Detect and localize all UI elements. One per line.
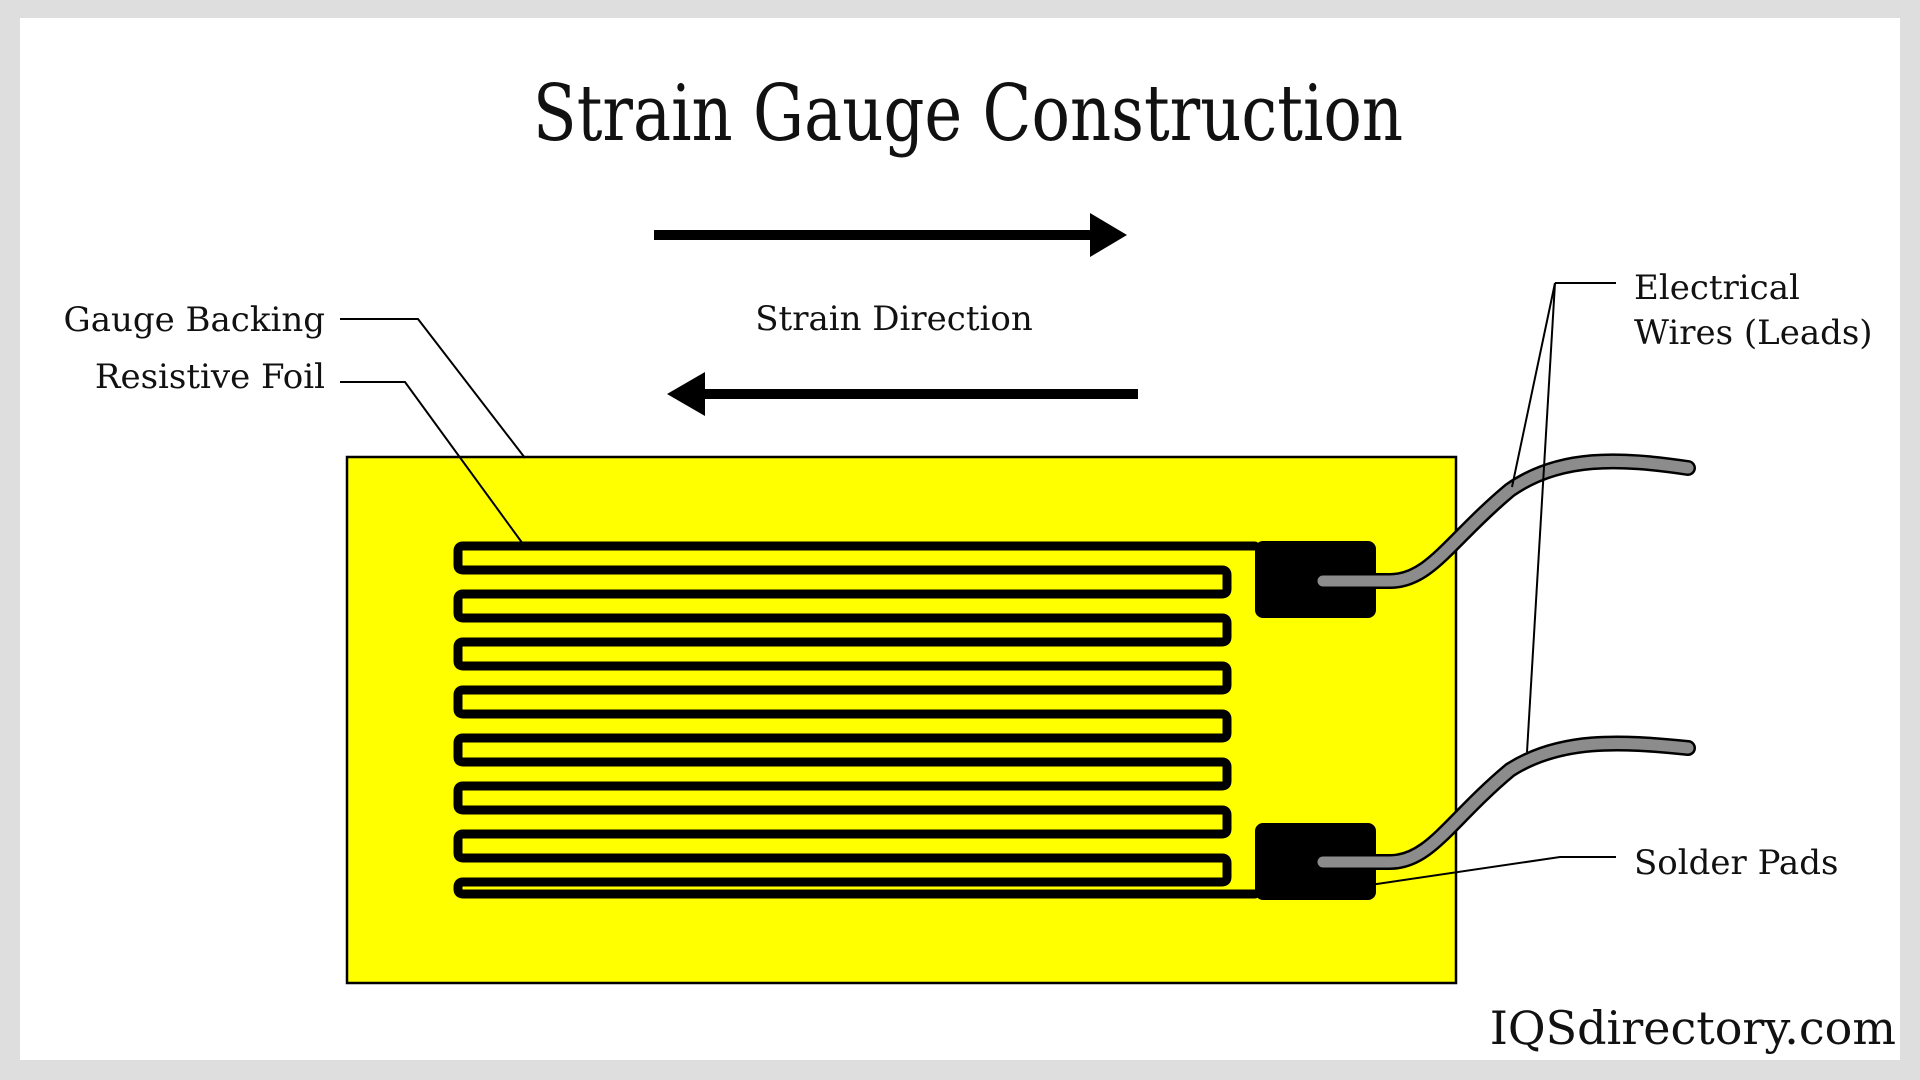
- resistive-foil-grid: [453, 541, 1260, 899]
- electrical-wire-bottom: [1315, 735, 1696, 870]
- leader-gauge-backing: [340, 318, 526, 459]
- gauge-backing: [345, 455, 1458, 985]
- strain-arrow-right: [654, 213, 1127, 257]
- diagram-title: Strain Gauge Construction: [533, 68, 1403, 159]
- watermark-text: IQSdirectory.com: [1490, 1001, 1896, 1055]
- label-resistive-foil: Resistive Foil: [95, 357, 325, 397]
- label-electrical-wires-line1: Electrical: [1634, 268, 1800, 308]
- leader-solder-pads: [1369, 856, 1616, 886]
- strain-arrow-left: [667, 372, 1138, 416]
- leader-resistive-foil: [340, 381, 524, 545]
- label-electrical-wires-line2: Wires (Leads): [1634, 313, 1873, 353]
- strain-direction-label: Strain Direction: [755, 299, 1033, 339]
- label-solder-pads: Solder Pads: [1634, 843, 1838, 883]
- electrical-wire-top: [1315, 453, 1696, 589]
- label-gauge-backing: Gauge Backing: [64, 300, 325, 340]
- leader-electrical-wires: [1511, 282, 1616, 753]
